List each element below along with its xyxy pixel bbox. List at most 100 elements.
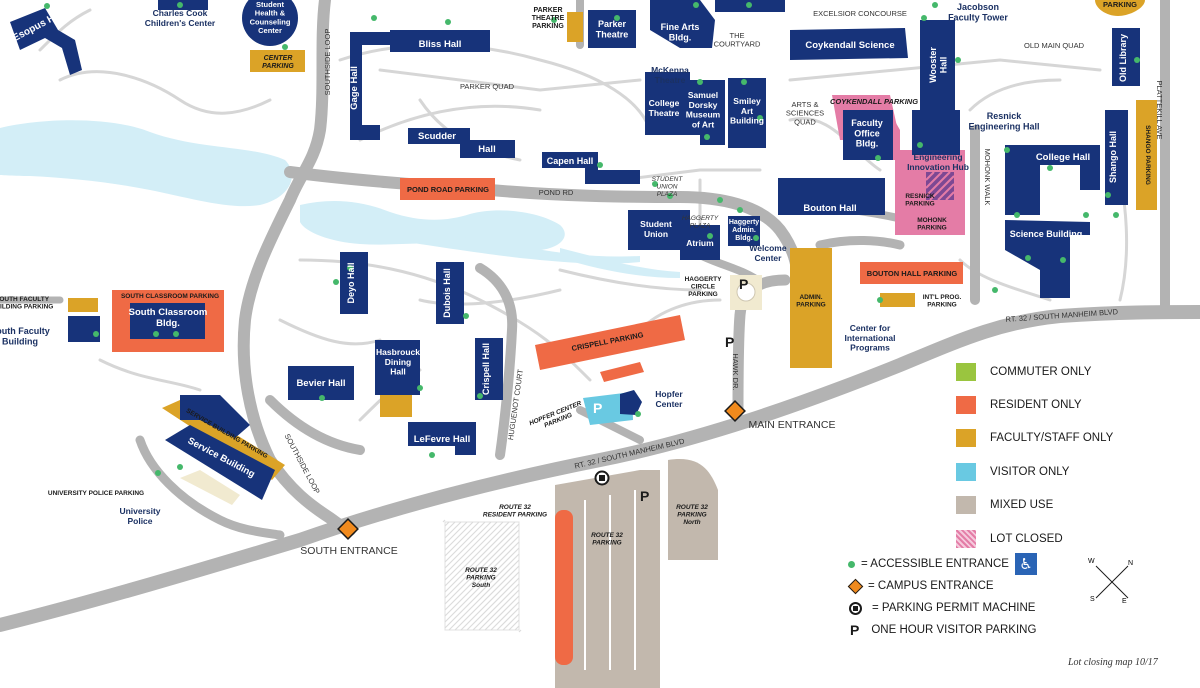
legend-permit-label: = PARKING PERMIT MACHINE <box>872 602 1036 614</box>
label-hall-small: Hall <box>478 144 495 155</box>
legend-item: COMMUTER ONLY <box>956 355 1196 388</box>
compass-n: N <box>1128 560 1134 567</box>
permit-machine-marker <box>594 470 610 486</box>
legend-swatch <box>956 496 976 515</box>
label-lefevre: LeFevre Hall <box>414 434 471 445</box>
accessible-entrance-dot <box>173 331 179 337</box>
accessible-entrance-dot <box>707 233 713 239</box>
label-bevier: Bevier Hall <box>296 378 345 389</box>
label-capen: Capen Hall <box>547 156 594 166</box>
label-shango-parking: SHANGO PARKING <box>1144 125 1151 185</box>
p-marker-haggerty: P <box>739 276 748 292</box>
accessible-entrance-dot <box>177 2 183 8</box>
accessible-entrance-dot <box>917 142 923 148</box>
legend-label: MIXED USE <box>990 499 1054 512</box>
legend-entrance-label: = CAMPUS ENTRANCE <box>868 580 994 592</box>
legend-item: LOT CLOSED <box>956 522 1196 555</box>
label-bouton: Bouton Hall <box>803 203 856 214</box>
legend-visitor-label: ONE HOUR VISITOR PARKING <box>871 624 1037 636</box>
accessible-entrance-dot <box>177 464 183 470</box>
visitor-parking-markers: P P P P <box>593 276 748 504</box>
label-science: Science Building <box>1010 229 1083 239</box>
label-coykendall-parking: COYKENDALL PARKING <box>830 97 918 106</box>
accessible-entrance-dot <box>597 162 603 168</box>
legend-swatch <box>956 362 976 381</box>
compass-w: W <box>1088 558 1095 565</box>
accessible-entrance-dot <box>753 235 759 241</box>
compass-e: E <box>1122 598 1127 605</box>
accessible-entrance-dot <box>737 207 743 213</box>
accessible-entrance-dot <box>697 79 703 85</box>
accessible-entrance-dot <box>153 331 159 337</box>
legend-label: RESIDENT ONLY <box>990 399 1082 412</box>
label-excelsior: EXCELSIOR CONCOURSE <box>813 9 907 18</box>
legend-visitor-row: P ONE HOUR VISITOR PARKING <box>848 619 1088 641</box>
label-gage: Gage Hall <box>349 66 360 110</box>
legend-item: RESIDENT ONLY <box>956 388 1196 421</box>
label-bliss: Bliss Hall <box>419 39 462 50</box>
label-deyo: Deyo Hall <box>346 262 356 303</box>
accessible-entrance-dot <box>992 287 998 293</box>
label-college-hall: College Hall <box>1036 152 1090 163</box>
accessible-entrance-dot <box>155 470 161 476</box>
legend-symbols: = ACCESSIBLE ENTRANCE ♿ = CAMPUS ENTRANC… <box>847 553 1088 641</box>
label-scudder: Scudder <box>418 131 456 142</box>
legend-swatch <box>956 429 976 448</box>
accessible-entrance-dot <box>44 3 50 9</box>
compass-rose-icon <box>1095 565 1129 599</box>
label-old-library: Old Library <box>1118 34 1128 82</box>
accessible-entrance-dot <box>875 155 881 161</box>
accessible-entrance-dot <box>551 17 557 23</box>
compass-s: S <box>1090 596 1095 603</box>
label-univ-police-parking: UNIVERSITY POLICE PARKING <box>48 490 144 497</box>
label-main-entrance: MAIN ENTRANCE <box>749 419 836 431</box>
permit-machine-icon <box>849 601 862 615</box>
label-plattekill: PLATTEKILL AVE <box>1155 80 1164 139</box>
label-crispell: Crispell Hall <box>481 343 491 395</box>
accessible-entrance-dot <box>429 452 435 458</box>
campus-entrance-icon <box>847 578 864 594</box>
p-marker-route32: P <box>640 488 649 504</box>
legend-item: FACULTY/STAFF ONLY <box>956 422 1196 455</box>
accessible-entrance-dot <box>614 15 620 21</box>
accessible-entrance-dot <box>1113 212 1119 218</box>
accessible-entrance-dot <box>1014 212 1020 218</box>
accessible-entrance-dot <box>746 2 752 8</box>
label-coykendall: Coykendall Science <box>805 40 894 51</box>
accessible-entrance-dot <box>93 331 99 337</box>
label-parker-quad: PARKER QUAD <box>460 82 515 91</box>
buildings <box>10 0 1140 500</box>
accessible-entrance-dot <box>347 265 353 271</box>
legend-accessible-row: = ACCESSIBLE ENTRANCE ♿ <box>848 553 1088 575</box>
accessible-entrance-dot <box>1004 147 1010 153</box>
accessible-entrance-dot <box>1134 57 1140 63</box>
label-admin-parking: ADMIN.PARKING <box>796 294 826 308</box>
label-south-faculty-parking: SOUTH FACULTYBUILDING PARKING <box>0 296 53 310</box>
label-hawk-dr: HAWK DR. <box>731 353 740 390</box>
accessible-entrance-dot <box>1105 192 1111 198</box>
legend: COMMUTER ONLY RESIDENT ONLY FACULTY/STAFF … <box>956 355 1196 555</box>
roads <box>0 0 1200 632</box>
accessible-entrance-dot <box>417 385 423 391</box>
legend-entrance-row: = CAMPUS ENTRANCE <box>847 575 1088 597</box>
accessible-entrance-dot <box>1047 165 1053 171</box>
